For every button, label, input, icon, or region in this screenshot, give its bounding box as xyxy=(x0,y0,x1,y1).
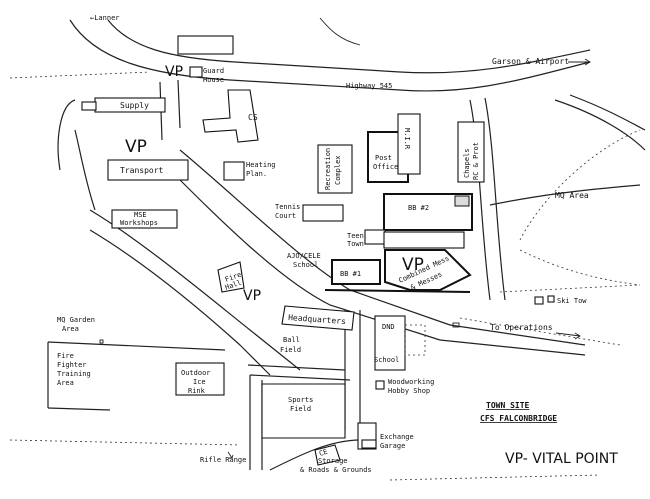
vp-mark-fire-hall: VP xyxy=(243,288,261,304)
label-headquarters: Headquarters xyxy=(288,313,346,326)
label-sports-field-1: Sports xyxy=(288,396,313,404)
label-exchange-1: Exchange xyxy=(380,433,414,441)
label-ajo-2: School xyxy=(293,261,318,269)
label-dnd: DND xyxy=(382,323,395,331)
label-recreation-1: Recreation xyxy=(324,148,332,190)
label-storage-3: & Roads & Grounds xyxy=(300,466,372,474)
dashed-boundaries xyxy=(9,71,641,481)
vp-mark-transport: VP xyxy=(125,137,147,157)
base-roads xyxy=(47,79,641,471)
label-fire-fighter-1: Fire xyxy=(57,352,74,360)
label-to-operations: To Operations xyxy=(490,323,553,332)
label-sports-field-2: Field xyxy=(290,405,311,413)
label-bb1: BB #1 xyxy=(340,270,361,278)
label-supply: Supply xyxy=(120,101,149,110)
label-post-office-2: Office xyxy=(373,163,398,171)
label-storage-1: CE xyxy=(318,448,328,458)
arrow-operations-icon xyxy=(555,332,581,340)
label-school: School xyxy=(374,356,399,364)
label-mir: M.I.R xyxy=(403,128,411,150)
label-guard-house-1: Guard xyxy=(203,67,224,75)
label-woodworking-2: Hobby Shop xyxy=(388,387,430,395)
label-highway: Highway 545 xyxy=(346,82,392,90)
label-mq-area: MQ Area xyxy=(555,191,589,200)
label-mq-garden-2: Area xyxy=(62,325,79,333)
label-teen-2: Town xyxy=(347,240,364,248)
label-cs: CS xyxy=(248,113,258,122)
label-bb2: BB #2 xyxy=(408,204,429,212)
label-storage-2: Storage xyxy=(318,457,348,465)
label-fire-fighter-4: Area xyxy=(57,379,74,387)
arrow-garson-icon xyxy=(568,58,591,66)
label-ball-field-1: Ball xyxy=(283,336,300,344)
label-mq-garden-1: MQ Garden xyxy=(57,316,95,324)
label-recreation-2: Complex xyxy=(334,155,342,185)
label-chapels-1: Chapels xyxy=(463,148,471,178)
label-mse-2: Workshops xyxy=(120,219,158,227)
label-heating-2: Plan. xyxy=(246,170,267,178)
label-lanner: ←Lanner xyxy=(90,14,120,22)
label-garson-airport: Garson & Airport xyxy=(492,57,569,66)
vital-point-marks: VP VP VP VP VP- VITAL POINT xyxy=(125,64,618,467)
arrow-rifle-icon xyxy=(227,451,234,459)
highway-545 xyxy=(69,17,646,151)
vp-mark-gate: VP xyxy=(165,64,183,80)
arrows xyxy=(227,58,591,459)
vp-mark-mess: VP xyxy=(402,255,424,275)
label-guard-house-2: House xyxy=(203,76,224,84)
map-title-2: CFS FALCONBRIDGE xyxy=(480,414,557,423)
label-rink-1: Outdoor xyxy=(181,369,211,377)
label-tennis-1: Tennis xyxy=(275,203,300,211)
map-title-1: TOWN SITE xyxy=(486,401,530,410)
label-teen-1: Teen xyxy=(347,232,364,240)
label-post-office-1: Post xyxy=(375,154,392,162)
label-transport: Transport xyxy=(120,166,164,175)
label-woodworking-1: Woodworking xyxy=(388,378,434,386)
label-ajo-1: AJO/CELE xyxy=(287,252,321,260)
label-mse-1: MSE xyxy=(134,211,147,219)
label-tennis-2: Court xyxy=(275,212,296,220)
label-heating-1: Heating xyxy=(246,161,276,169)
label-rink-2: Ice xyxy=(193,378,206,386)
label-rifle-range: Rifle Range xyxy=(200,456,246,464)
vp-legend: VP- VITAL POINT xyxy=(505,451,618,467)
label-exchange-2: Garage xyxy=(380,442,405,450)
buildings xyxy=(81,35,555,466)
label-fire-fighter-3: Training xyxy=(57,370,91,378)
label-ball-field-2: Field xyxy=(280,346,301,354)
label-rink-3: Rink xyxy=(188,387,206,395)
label-fire-fighter-2: Fighter xyxy=(57,361,87,369)
label-chapels-2: RC & Prot xyxy=(472,142,480,180)
label-ski-tow: Ski Tow xyxy=(557,297,587,305)
